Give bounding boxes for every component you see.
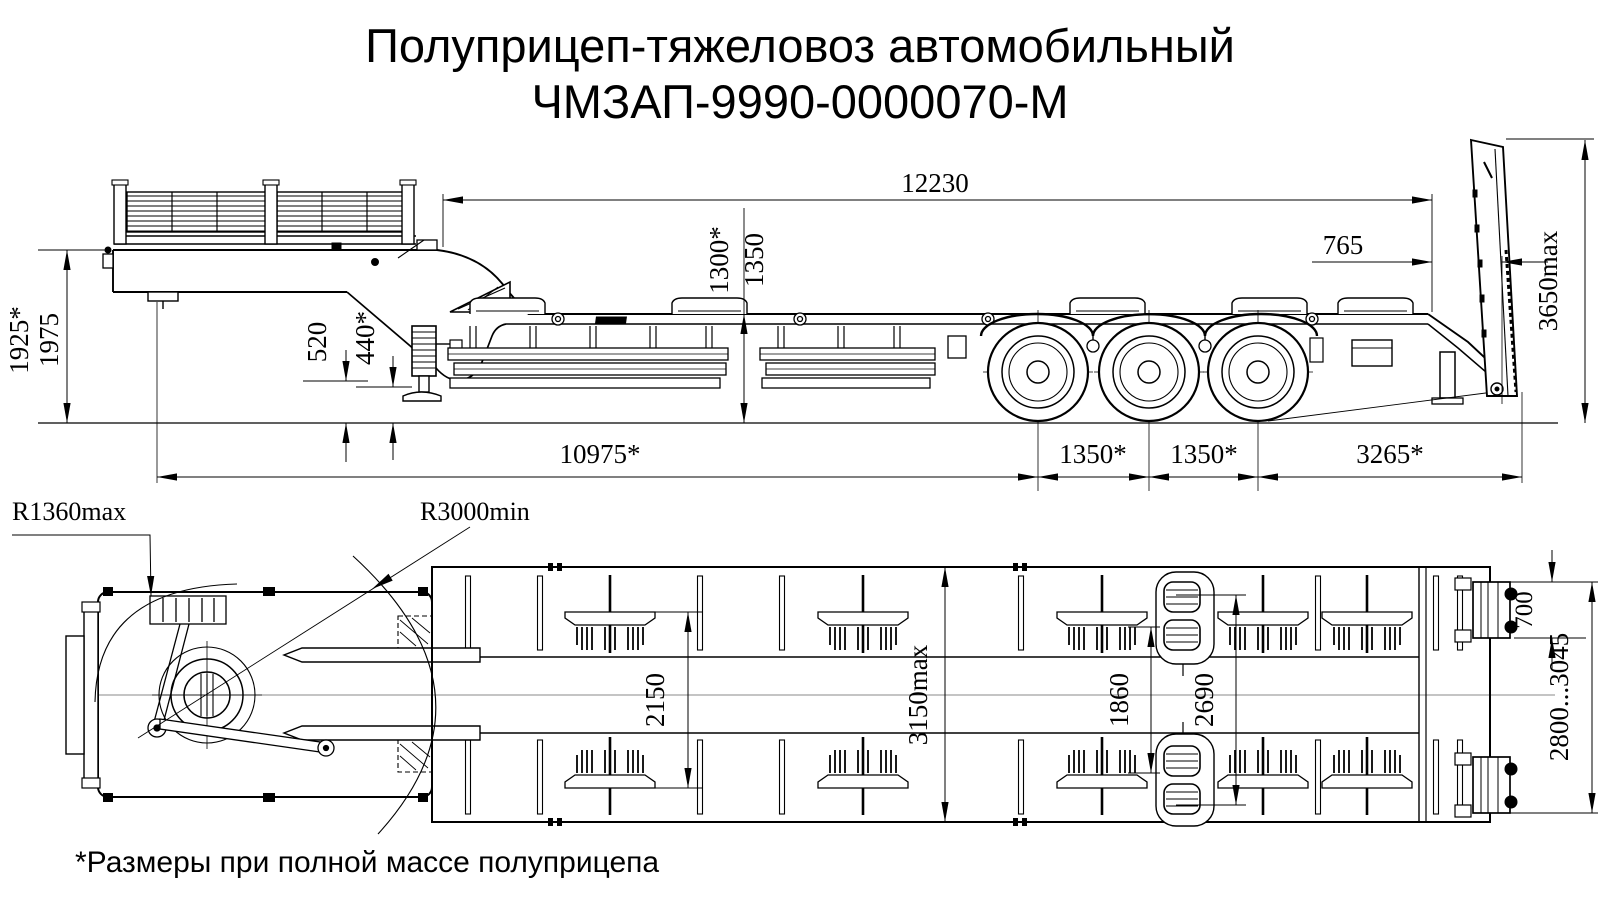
platform-deck bbox=[506, 312, 1428, 326]
dim-ramp-height-max: 3650max bbox=[1533, 230, 1563, 331]
dim-platform-length: 12230 bbox=[901, 168, 969, 198]
arc-r1360 bbox=[94, 583, 238, 703]
edge-marks bbox=[548, 563, 1027, 826]
dim-overall-width: 3150max bbox=[903, 644, 933, 745]
dim-clearance-440: 440* bbox=[350, 311, 380, 365]
ramps-plan bbox=[1454, 577, 1518, 818]
dim-kingpin-to-axle: 10975* bbox=[560, 439, 641, 469]
title-block: Полуприцеп-тяжеловоз автомобильный ЧМЗАП… bbox=[365, 19, 1235, 128]
rear-section bbox=[1267, 138, 1519, 422]
dim-loading-height: 1350 bbox=[739, 233, 769, 287]
rear-support-leg bbox=[1439, 351, 1456, 399]
dim-deck-inner-width: 2150 bbox=[640, 673, 670, 727]
dim-axle-spacing-23: 1350* bbox=[1170, 439, 1238, 469]
landing-jack bbox=[402, 325, 463, 402]
dim-ramp-offset: 765 bbox=[1323, 230, 1364, 260]
dim-axle-to-ramp: 3265* bbox=[1356, 439, 1424, 469]
title-line2: ЧМЗАП-9990-0000070-М bbox=[531, 75, 1068, 128]
arc-r3000 bbox=[352, 555, 437, 835]
dim-ramp-width: 700 bbox=[1511, 591, 1538, 629]
footnote: *Размеры при полной массе полуприцепа bbox=[75, 846, 659, 879]
dim-axle-spacing-12: 1350* bbox=[1059, 439, 1127, 469]
label-r1360: R1360max bbox=[12, 497, 126, 526]
deck-humps bbox=[469, 297, 1414, 315]
plan-view: R1360max R3000min 2150 3150max 1860 2690… bbox=[12, 497, 1598, 835]
ramp-upper bbox=[1472, 581, 1511, 639]
main-beams bbox=[282, 647, 481, 741]
dim-loading-height-laden: 1300* bbox=[704, 226, 734, 294]
label-r3000: R3000min bbox=[420, 497, 530, 526]
tie-down-loops bbox=[551, 312, 1319, 326]
dim-gooseneck-height-laden: 1925* bbox=[4, 306, 34, 374]
gooseneck-plan bbox=[65, 555, 437, 835]
dim-clearance-520: 520 bbox=[302, 322, 332, 363]
plan-dimensions bbox=[12, 526, 1598, 822]
dim-ramp-span: 2800...3045 bbox=[1544, 633, 1574, 761]
side-view: 12230 765 1300* 1350 1925* 1975 520 440*… bbox=[4, 138, 1594, 493]
dim-gooseneck-height: 1975 bbox=[34, 313, 64, 367]
title-line1: Полуприцеп-тяжеловоз автомобильный bbox=[365, 19, 1235, 72]
dim-tyre-span-inner: 1860 bbox=[1104, 673, 1134, 727]
loading-ramp-side bbox=[1469, 138, 1519, 397]
crank-handle bbox=[147, 595, 335, 757]
dim-tyre-span-outer: 2690 bbox=[1189, 673, 1219, 727]
ramp-lower bbox=[1472, 756, 1511, 814]
side-dimensions bbox=[38, 138, 1594, 483]
side-boards bbox=[447, 326, 967, 389]
gooseneck-fence bbox=[111, 179, 417, 245]
hidden-pockets bbox=[397, 615, 433, 773]
bogie bbox=[979, 308, 1319, 493]
